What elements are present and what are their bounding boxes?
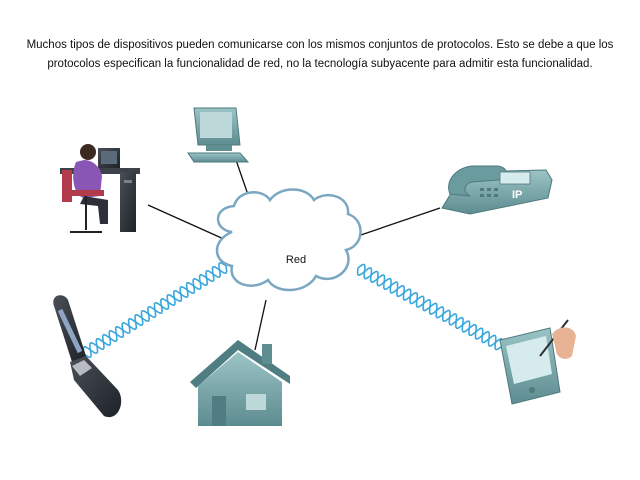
cloud-label: Red (286, 254, 306, 266)
workstation-user-icon (60, 144, 140, 233)
link-ip-phone (351, 207, 441, 239)
wireless-wave-mobile-2 (82, 265, 228, 355)
mobile-phone-icon (53, 295, 122, 418)
wireless-wave-pda-2 (357, 263, 503, 351)
pda-icon (499, 319, 576, 405)
caption-text: Muchos tipos de dispositivos pueden comu… (26, 39, 614, 70)
house-icon (190, 340, 290, 426)
wireless-links (82, 261, 504, 359)
network-cloud (215, 188, 362, 292)
link-workstation (147, 204, 227, 241)
ip-phone-icon: IP (441, 165, 553, 215)
computer-icon (187, 107, 250, 163)
link-house (254, 299, 267, 351)
ip-badge: IP (512, 189, 522, 201)
